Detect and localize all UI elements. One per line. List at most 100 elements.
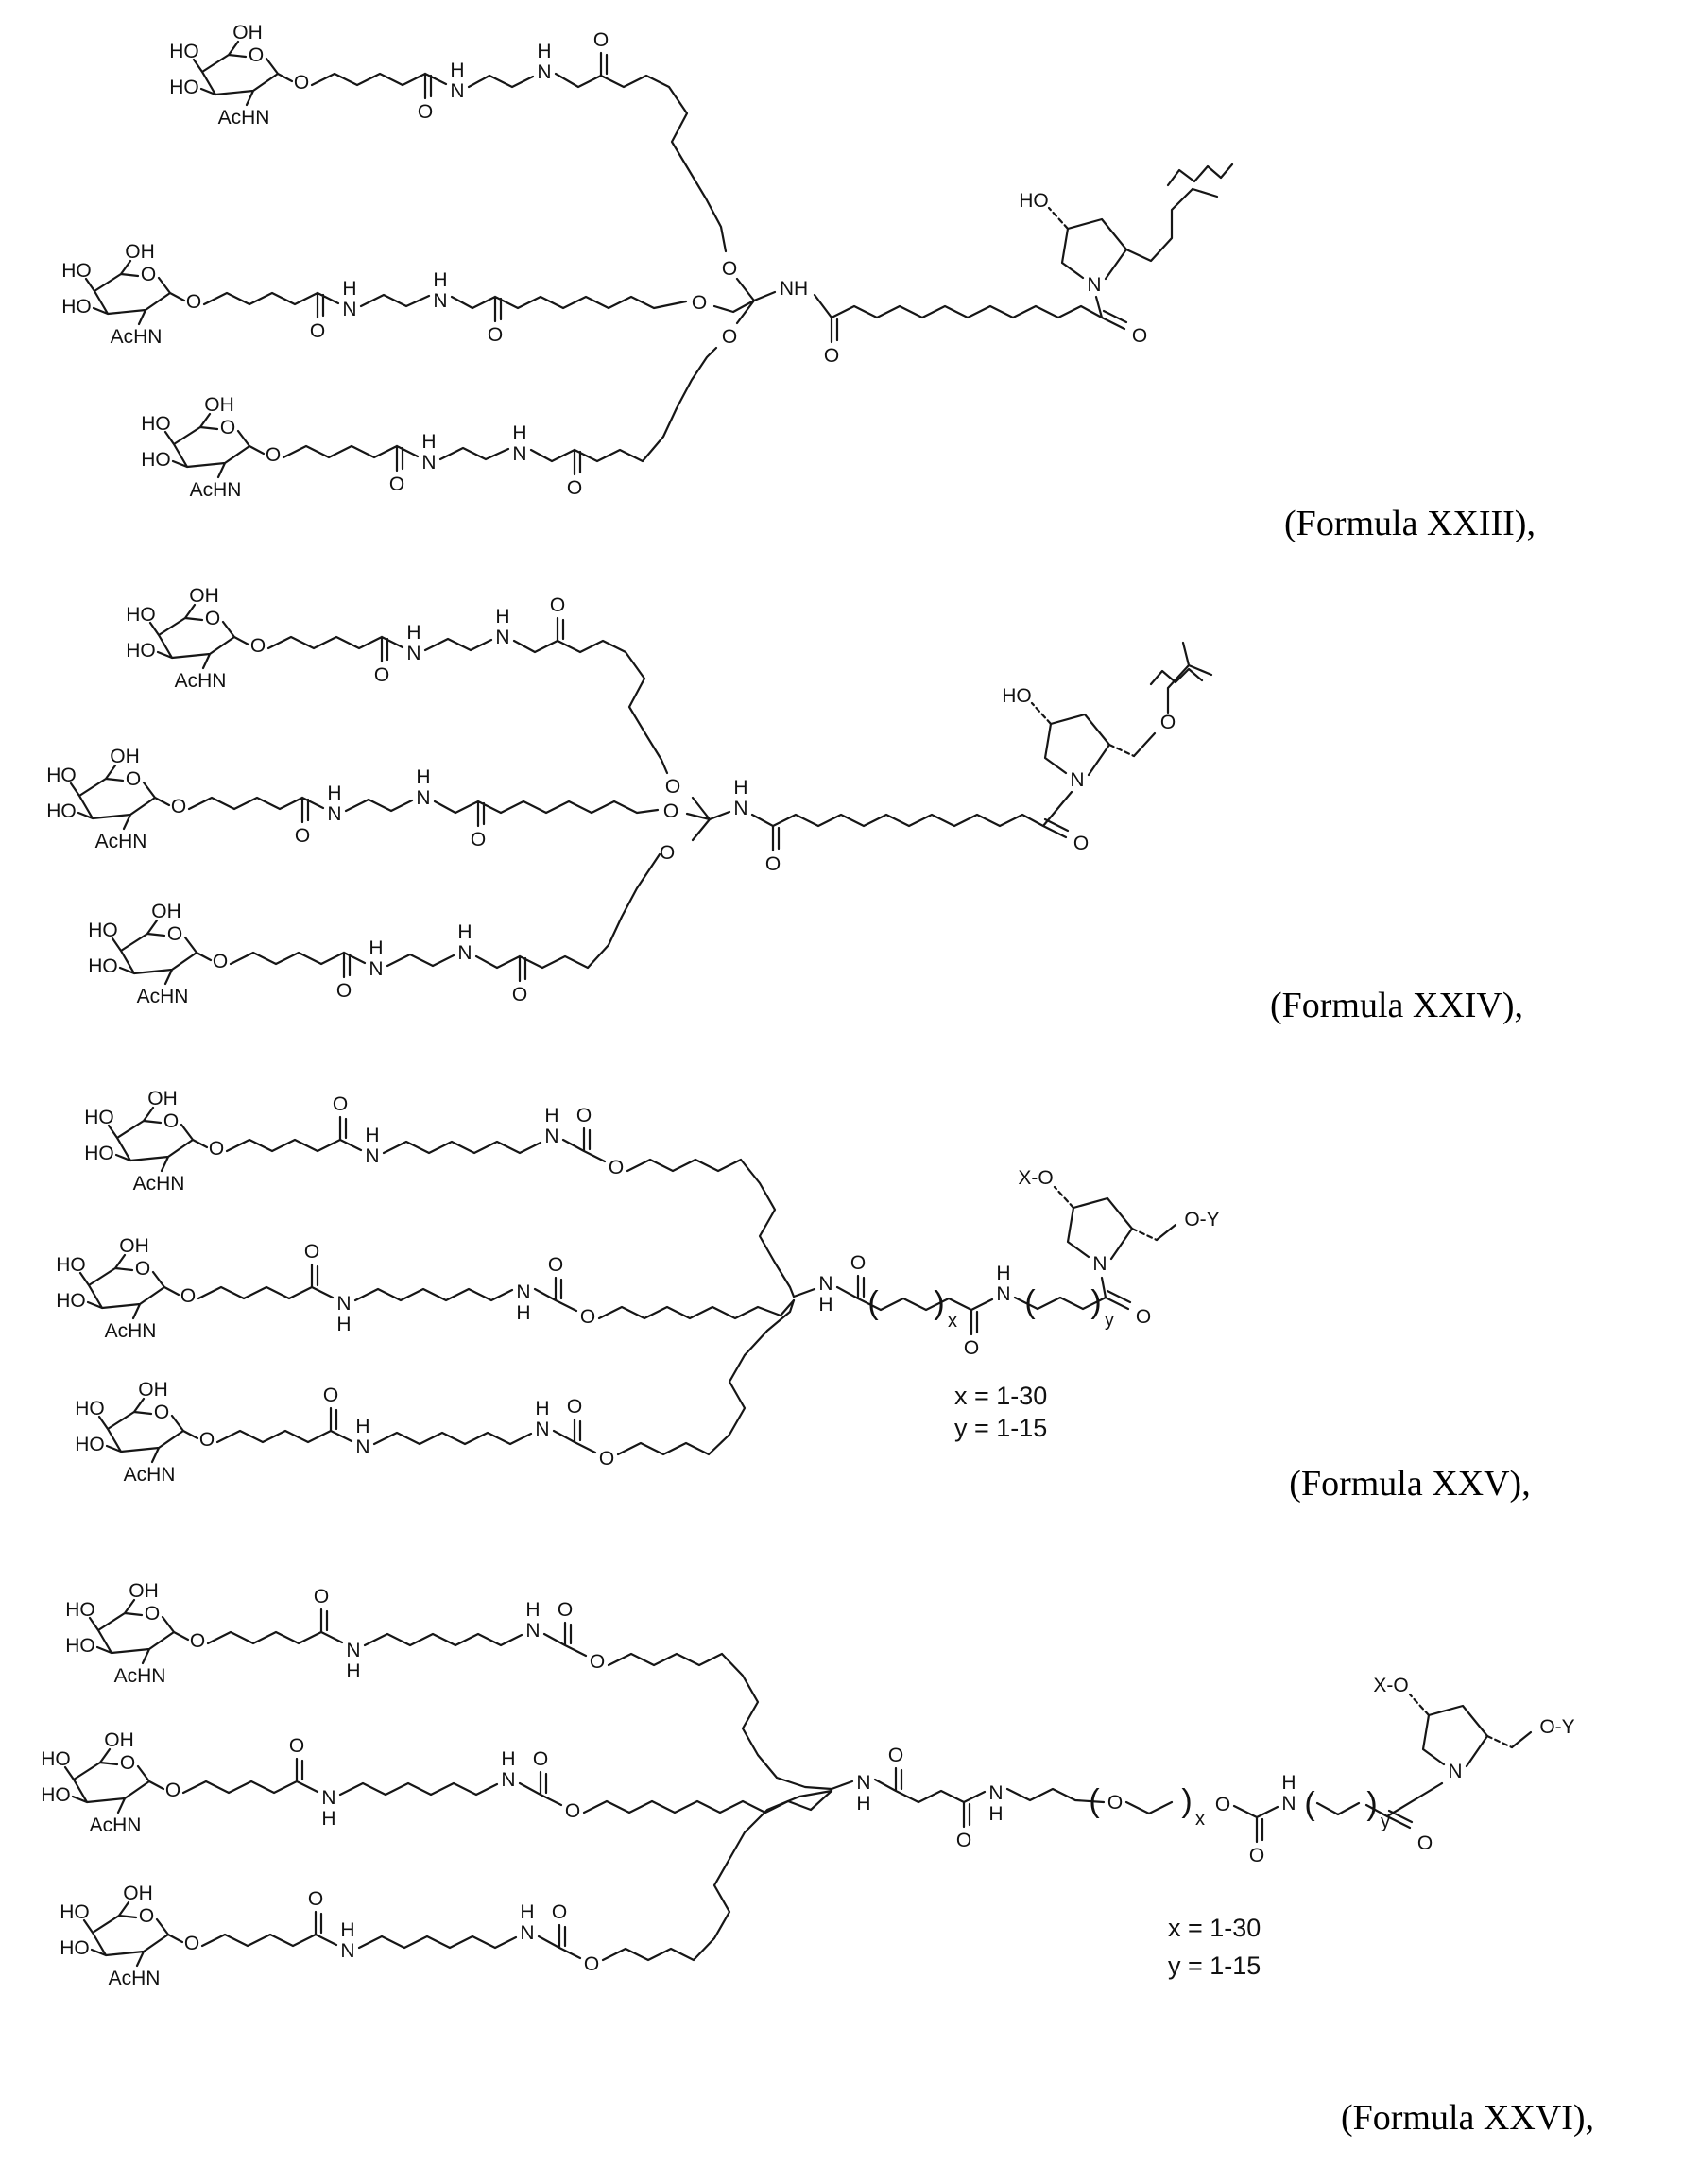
arm1-bonds — [225, 1115, 796, 1298]
o-atom: O — [824, 345, 839, 367]
nh-group: NH — [780, 278, 808, 300]
h-atom: H — [495, 606, 509, 628]
o-atom: O — [663, 800, 678, 822]
y-subscript: y — [1105, 1310, 1114, 1331]
arm1-bonds — [266, 616, 669, 775]
arm3-bonds — [200, 1789, 833, 1962]
n-atom: N — [818, 1273, 832, 1295]
n-atom: N — [321, 1787, 335, 1809]
arm2-bonds — [197, 1263, 796, 1320]
y-subscript: y — [1381, 1812, 1390, 1832]
o-atom: O — [593, 29, 609, 51]
h-atom: H — [421, 431, 436, 453]
y-range-label: y = 1-15 — [954, 1414, 1047, 1442]
o-atom: O — [336, 980, 352, 1002]
rparen: ) — [934, 1285, 944, 1321]
o-atom: O — [418, 101, 433, 123]
o-atom: O — [576, 1105, 592, 1126]
ring-n-atom: N — [1070, 769, 1084, 791]
arm2-bonds — [181, 1757, 833, 1814]
lparen: ( — [1304, 1786, 1315, 1822]
h-atom: H — [327, 782, 341, 804]
lparen: ( — [1024, 1284, 1036, 1320]
formula-xxv-structure: O N H N H O O O N H N H O O O N H N H O … — [55, 1086, 1531, 1504]
n-atom: N — [516, 1281, 530, 1303]
n-atom: N — [535, 1419, 549, 1440]
sugar-unit — [59, 1881, 201, 1991]
arm1-bonds — [206, 1608, 833, 1791]
h-atom: H — [321, 1808, 335, 1830]
oy-label: O-Y — [1184, 1209, 1219, 1230]
n-atom: N — [525, 1620, 540, 1642]
h-atom: H — [516, 1302, 530, 1324]
n-atom: N — [336, 1293, 351, 1315]
tail-bonds — [1510, 1730, 1533, 1749]
sugar-unit — [45, 744, 188, 854]
o-atom: O — [1249, 1845, 1264, 1866]
stereo-bond — [1408, 1693, 1431, 1717]
arm3-bonds — [215, 1298, 796, 1456]
o-atom: O — [552, 1901, 567, 1923]
arm2-bonds — [187, 796, 660, 828]
tail-bonds — [1155, 1223, 1177, 1242]
h-atom: H — [342, 278, 356, 300]
n-atom: N — [988, 1782, 1003, 1804]
h-atom: H — [988, 1803, 1003, 1825]
h-atom: H — [365, 1125, 379, 1146]
formula-xxiii-structure: OH HO HO AcHN O O O N H N H O O N H N H … — [60, 20, 1536, 543]
pyrrolidine-ring-bonds — [1421, 1704, 1489, 1768]
n-atom: N — [996, 1283, 1010, 1305]
stereo-bond — [1107, 743, 1136, 758]
oy-label: O-Y — [1539, 1716, 1574, 1738]
n-atom: N — [733, 798, 747, 819]
o-atom: O — [765, 853, 781, 875]
arm1-bonds — [310, 51, 728, 253]
o-atom: O — [333, 1093, 348, 1115]
n-atom: N — [340, 1940, 354, 1962]
n-atom: N — [346, 1640, 360, 1661]
h-atom: H — [340, 1919, 354, 1941]
o-atom: O — [584, 1953, 599, 1975]
o-atom: O — [1073, 833, 1089, 854]
h-atom: H — [818, 1294, 832, 1316]
n-atom: N — [457, 942, 472, 964]
n-atom: N — [327, 803, 341, 825]
n-atom: N — [406, 643, 420, 664]
o-atom: O — [722, 258, 737, 280]
rparen: ) — [1366, 1786, 1377, 1822]
n-atom: N — [520, 1922, 534, 1944]
arm3-bonds — [282, 346, 718, 476]
h-atom: H — [733, 777, 747, 799]
h-atom: H — [450, 60, 464, 81]
o-atom: O — [471, 829, 486, 851]
o-atom: O — [1132, 325, 1147, 347]
pyrrolidine-ring-bonds — [1043, 713, 1111, 777]
pyrrolidine-ring-bonds — [1066, 1196, 1134, 1261]
h-atom: H — [535, 1398, 549, 1419]
sugar-unit — [55, 1233, 197, 1344]
h-atom: H — [520, 1901, 534, 1923]
o-atom: O — [1417, 1832, 1433, 1854]
o-atom: O — [850, 1252, 866, 1274]
stereo-bond — [1485, 1734, 1514, 1749]
o-atom: O — [1107, 1792, 1123, 1814]
tail-bonds — [1124, 187, 1219, 263]
h-atom: H — [369, 937, 383, 959]
lparen: ( — [1089, 1783, 1100, 1819]
arm3-bonds — [229, 852, 661, 983]
h-atom: H — [501, 1748, 515, 1770]
x-range-label: x = 1-30 — [1168, 1914, 1261, 1942]
o-atom: O — [567, 477, 582, 499]
o-atom: O — [580, 1306, 595, 1328]
h-atom: H — [355, 1416, 369, 1437]
stereo-bond — [1130, 1227, 1159, 1242]
o-atom: O — [1160, 712, 1176, 733]
formula-caption: (Formula XXIII), — [1284, 504, 1536, 543]
x-range-label: x = 1-30 — [954, 1382, 1047, 1410]
o-atom: O — [548, 1254, 563, 1276]
o-atom: O — [1136, 1306, 1151, 1328]
o-atom: O — [550, 594, 565, 616]
o-atom: O — [665, 776, 680, 798]
xo-label: X-O — [1018, 1167, 1053, 1189]
